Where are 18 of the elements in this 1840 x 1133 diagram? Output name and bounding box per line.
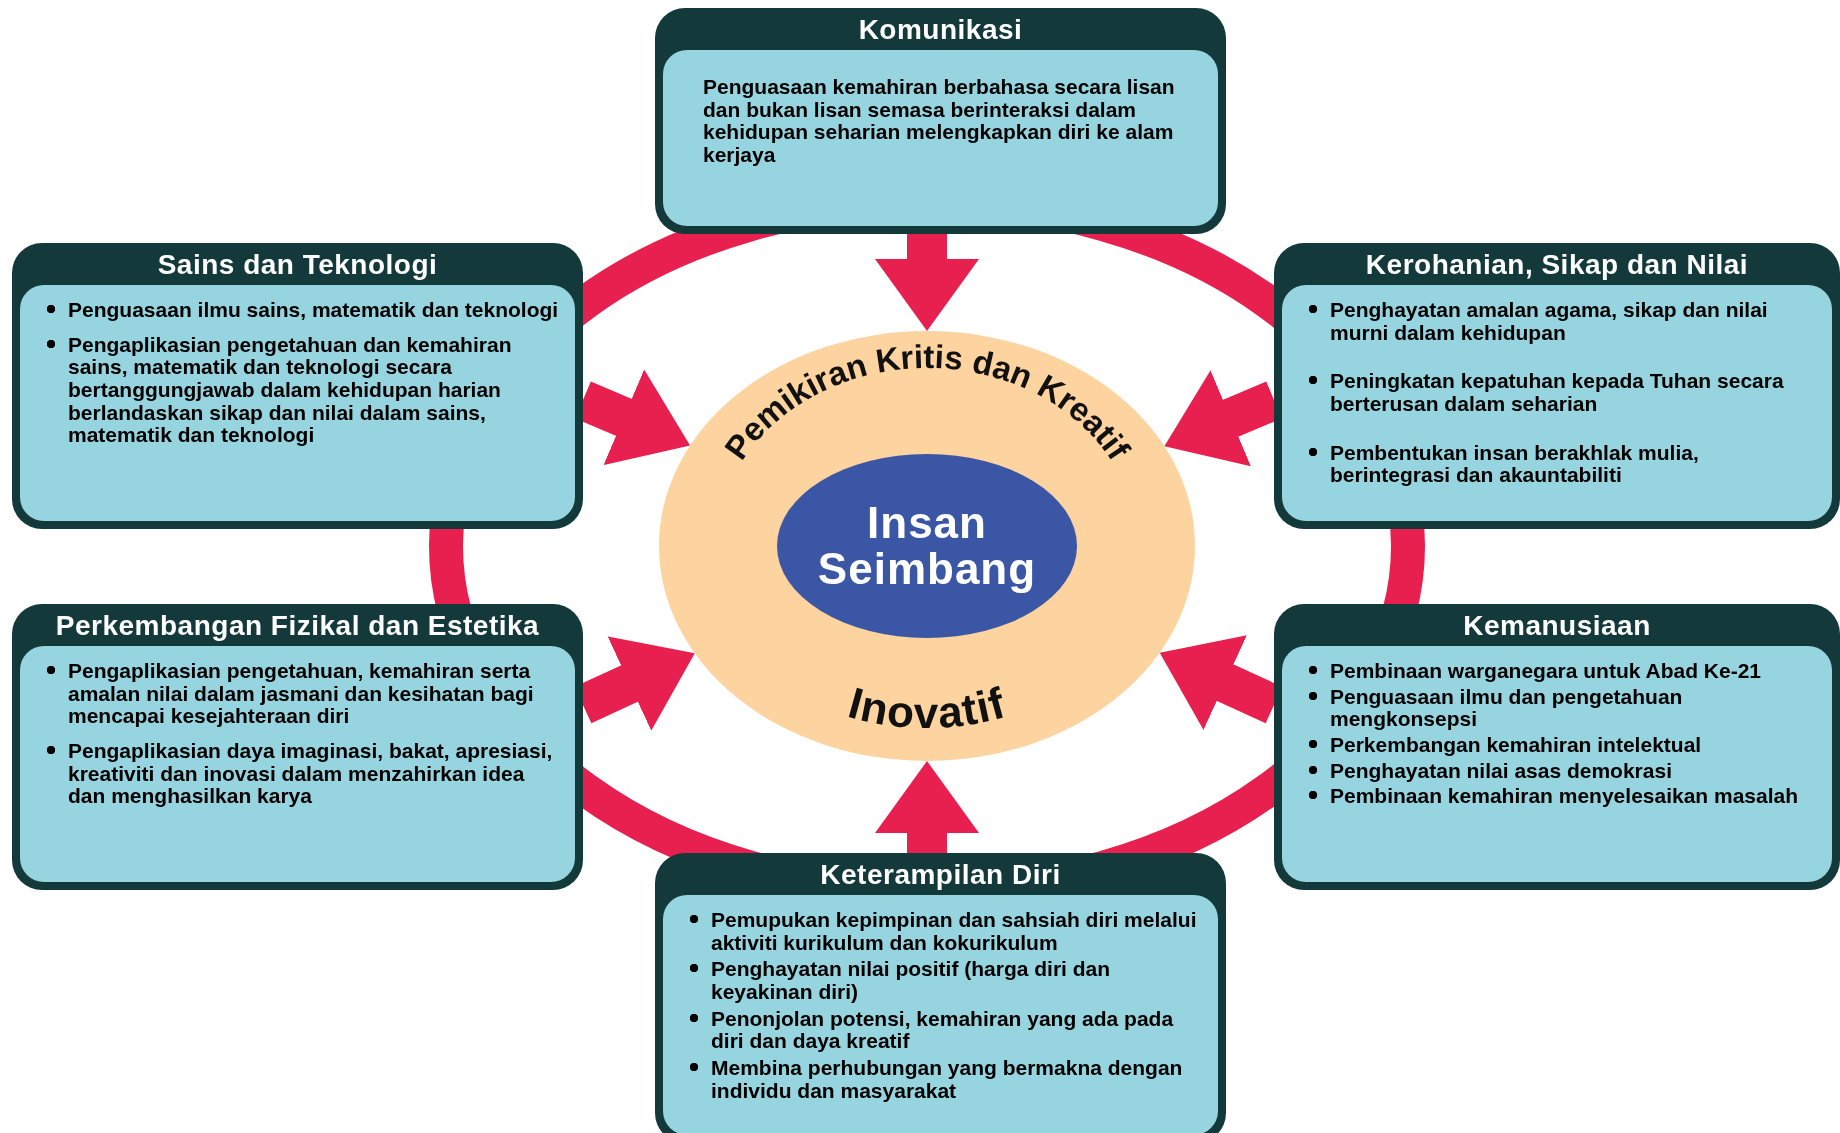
topic-card [655, 853, 1226, 1133]
card-heading: Sains dan Teknologi [156, 248, 439, 282]
card-heading: Kemanusiaan [1462, 609, 1652, 643]
topic-card [655, 8, 1226, 234]
topic-card [12, 243, 583, 529]
arrow [875, 761, 979, 853]
topic-card [1274, 604, 1840, 890]
bullet-item: Penguasaan ilmu sains, matematik dan teknologi [46, 299, 559, 322]
card-heading: Komunikasi [857, 13, 1024, 47]
card-heading: Kerohanian, Sikap dan Nilai [1364, 248, 1750, 282]
topic-card [12, 604, 583, 890]
ring-text: Inovatif [843, 677, 1011, 737]
card-text: Penguasaan kemahiran berbahasa secara lisan dan bukan lisan semasa berinteraksi dalam kehidupan seharian melengkapkan diri ke alam kerjaya [703, 76, 1176, 167]
card-heading: Perkembangan Fizikal dan Estetika [54, 609, 541, 643]
arrow [875, 234, 979, 331]
card-heading: Keterampilan Diri [819, 858, 1062, 892]
topic-card [1274, 243, 1840, 529]
ring-ellipse [659, 331, 1195, 761]
